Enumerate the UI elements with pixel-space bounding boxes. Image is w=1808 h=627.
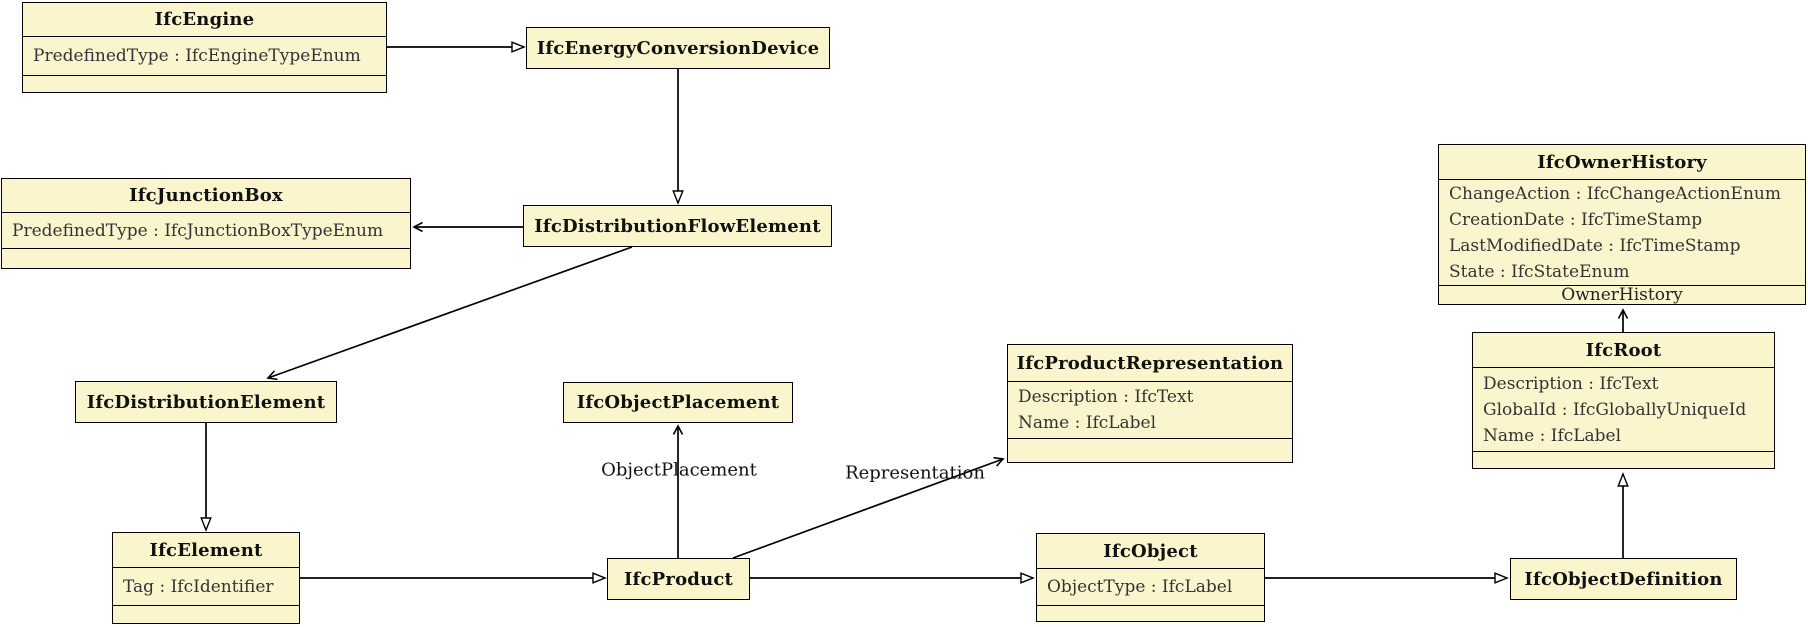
class-title: IfcObject <box>1103 540 1198 562</box>
class-node-ifc-engine[interactable]: IfcEngine PredefinedType : IfcEngineType… <box>22 2 387 93</box>
class-node-ifc-junction-box[interactable]: IfcJunctionBox PredefinedType : IfcJunct… <box>1 178 411 269</box>
class-title: IfcDistributionFlowElement <box>534 215 821 237</box>
class-node-ifc-object[interactable]: IfcObject ObjectType : IfcLabel <box>1036 533 1265 622</box>
class-attribute: Description : IfcText <box>1018 387 1194 407</box>
class-title: IfcObjectDefinition <box>1524 568 1723 590</box>
class-attribute: ObjectType : IfcLabel <box>1047 577 1233 597</box>
class-node-ifc-element[interactable]: IfcElement Tag : IfcIdentifier <box>112 532 300 624</box>
empty-compartment <box>2 248 410 268</box>
class-node-ifc-product[interactable]: IfcProduct <box>607 558 750 600</box>
owner-history-role-label: OwnerHistory <box>1439 285 1805 305</box>
class-attribute: PredefinedType : IfcEngineTypeEnum <box>33 46 361 66</box>
class-attribute: Name : IfcLabel <box>1483 425 1622 446</box>
class-title: IfcObjectPlacement <box>576 392 780 413</box>
class-attribute: Name : IfcLabel <box>1018 413 1157 433</box>
edge-label-representation: Representation <box>845 462 985 484</box>
class-attribute: Description : IfcText <box>1483 373 1659 394</box>
class-title: IfcElement <box>149 539 263 561</box>
class-title: IfcEnergyConversionDevice <box>536 37 820 59</box>
edge-label-object-placement: ObjectPlacement <box>601 459 757 481</box>
class-attribute: CreationDate : IfcTimeStamp <box>1449 209 1703 230</box>
class-node-ifc-product-representation[interactable]: IfcProductRepresentation Description : I… <box>1007 344 1293 463</box>
edge-product-to-productrepresentation <box>732 456 1005 559</box>
class-node-ifc-object-placement[interactable]: IfcObjectPlacement <box>563 382 793 423</box>
class-title: IfcDistributionElement <box>86 391 326 413</box>
class-node-ifc-owner-history[interactable]: IfcOwnerHistory ChangeAction : IfcChange… <box>1438 144 1806 305</box>
class-attribute: ChangeAction : IfcChangeActionEnum <box>1449 183 1781 204</box>
class-attribute: GlobalId : IfcGloballyUniqueId <box>1483 399 1747 420</box>
class-node-ifc-distribution-element[interactable]: IfcDistributionElement <box>75 381 337 423</box>
class-attribute: PredefinedType : IfcJunctionBoxTypeEnum <box>12 220 384 241</box>
class-title: IfcEngine <box>154 9 255 30</box>
class-node-ifc-energy-conversion-device[interactable]: IfcEnergyConversionDevice <box>526 27 830 69</box>
class-node-ifc-root[interactable]: IfcRoot Description : IfcText GlobalId :… <box>1472 332 1775 469</box>
empty-compartment <box>23 75 386 92</box>
class-title: IfcOwnerHistory <box>1537 151 1707 173</box>
empty-compartment <box>1037 605 1264 621</box>
empty-compartment <box>113 605 299 623</box>
class-title: IfcJunctionBox <box>129 185 283 206</box>
class-attribute: State : IfcStateEnum <box>1449 261 1630 282</box>
class-title: IfcProduct <box>623 568 734 590</box>
class-title: IfcProductRepresentation <box>1016 352 1284 374</box>
class-attribute: Tag : IfcIdentifier <box>123 576 274 597</box>
class-node-ifc-object-definition[interactable]: IfcObjectDefinition <box>1510 558 1737 600</box>
class-title: IfcRoot <box>1585 339 1662 361</box>
empty-compartment <box>1473 451 1774 468</box>
class-attribute: LastModifiedDate : IfcTimeStamp <box>1449 235 1741 256</box>
edge-distributionflowelement-to-distributionelement <box>266 246 633 381</box>
class-node-ifc-distribution-flow-element[interactable]: IfcDistributionFlowElement <box>523 205 832 247</box>
empty-compartment <box>1008 438 1292 462</box>
